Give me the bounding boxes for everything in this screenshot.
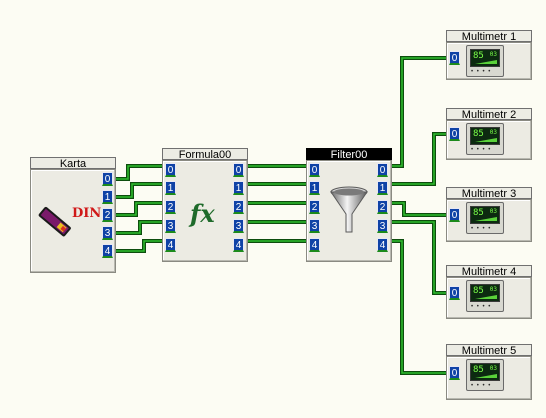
multimeter-in-port-0[interactable]: 0 <box>449 51 460 65</box>
meter-reading: 85 <box>473 286 484 296</box>
wire-highlight-3 <box>114 221 166 234</box>
wire-highlight-13 <box>388 221 450 294</box>
multimeter-display-icon: 85 03 • • • • <box>466 45 504 77</box>
multimeter-in-port-0[interactable]: 0 <box>449 127 460 141</box>
wire-14[interactable] <box>388 239 450 375</box>
wire-highlight-14 <box>388 240 450 374</box>
filter-in-port-1[interactable]: 1 <box>309 181 320 195</box>
block-multimeter-3[interactable]: Multimetr 3 0 85 03 • • • • <box>446 187 532 242</box>
block-multimeter-1[interactable]: Multimetr 1 0 85 03 • • • • <box>446 30 532 80</box>
meter-reading-sub: 03 <box>489 51 497 58</box>
filter-out-port-1[interactable]: 1 <box>377 181 388 195</box>
karta-out-port-4[interactable]: 4 <box>102 244 113 258</box>
block-title-multimeter: Multimetr 3 <box>446 187 532 199</box>
wire-12[interactable] <box>388 201 450 217</box>
meter-reading: 85 <box>473 365 484 375</box>
block-filter[interactable]: Filter00 0 1 2 3 4 0 1 2 3 <box>306 148 392 262</box>
meter-reading-sub: 03 <box>489 208 497 215</box>
multimeter-in-port-0[interactable]: 0 <box>449 366 460 380</box>
multimeter-display-icon: 85 03 • • • • <box>466 123 504 155</box>
filter-out-port-4[interactable]: 4 <box>377 238 388 252</box>
multimeter-display-icon: 85 03 • • • • <box>466 359 504 391</box>
meter-reading: 85 <box>473 51 484 61</box>
wire-highlight-10 <box>388 57 450 167</box>
block-multimeter-5[interactable]: Multimetr 5 0 85 03 • • • • <box>446 344 532 400</box>
filter-in-port-0[interactable]: 0 <box>309 163 320 177</box>
filter-in-port-2[interactable]: 2 <box>309 200 320 214</box>
multimeter-in-port-0[interactable]: 0 <box>449 286 460 300</box>
block-title-formula: Formula00 <box>162 148 248 160</box>
block-title-multimeter: Multimetr 4 <box>446 265 532 277</box>
block-title-karta: Karta <box>30 157 116 169</box>
filter-out-port-2[interactable]: 2 <box>377 200 388 214</box>
meter-reading-sub: 03 <box>489 365 497 372</box>
formula-in-port-1[interactable]: 1 <box>165 181 176 195</box>
wire-highlight-1 <box>114 183 166 198</box>
formula-out-port-4[interactable]: 4 <box>233 238 244 252</box>
funnel-filter-icon <box>328 184 370 236</box>
wire-highlight-11 <box>388 133 450 185</box>
block-title-multimeter: Multimetr 5 <box>446 344 532 356</box>
meter-reading: 85 <box>473 208 484 218</box>
karta-out-port-2[interactable]: 2 <box>102 208 113 222</box>
formula-out-port-0[interactable]: 0 <box>233 163 244 177</box>
multimeter-display-icon: 85 03 • • • • <box>466 280 504 312</box>
wire-10[interactable] <box>388 56 450 168</box>
wire-highlight-0 <box>114 165 166 180</box>
karta-out-port-0[interactable]: 0 <box>102 172 113 186</box>
wire-highlight-12 <box>388 202 450 216</box>
svg-text:fx: fx <box>188 199 215 228</box>
block-multimeter-2[interactable]: Multimetr 2 0 85 03 • • • • <box>446 108 532 160</box>
formula-in-port-3[interactable]: 3 <box>165 219 176 233</box>
block-body-karta[interactable] <box>30 169 116 273</box>
wire-13[interactable] <box>388 220 450 295</box>
meter-reading-sub: 03 <box>489 286 497 293</box>
wire-highlight-2 <box>114 202 166 216</box>
block-title-multimeter: Multimetr 2 <box>446 108 532 120</box>
data-acquisition-card-icon: DIN <box>34 197 104 241</box>
filter-out-port-3[interactable]: 3 <box>377 219 388 233</box>
karta-out-port-1[interactable]: 1 <box>102 190 113 204</box>
formula-fx-icon: fx <box>188 198 222 228</box>
filter-out-port-0[interactable]: 0 <box>377 163 388 177</box>
formula-out-port-3[interactable]: 3 <box>233 219 244 233</box>
formula-in-port-4[interactable]: 4 <box>165 238 176 252</box>
formula-in-port-2[interactable]: 2 <box>165 200 176 214</box>
karta-out-port-3[interactable]: 3 <box>102 226 113 240</box>
filter-in-port-3[interactable]: 3 <box>309 219 320 233</box>
wire-highlight-4 <box>114 240 166 252</box>
wire-0[interactable] <box>114 164 166 181</box>
meter-reading-sub: 03 <box>489 129 497 136</box>
wire-1[interactable] <box>114 182 166 199</box>
block-title-filter: Filter00 <box>306 148 392 160</box>
multimeter-display-icon: 85 03 • • • • <box>466 202 504 234</box>
multimeter-in-port-0[interactable]: 0 <box>449 208 460 222</box>
wire-4[interactable] <box>114 239 166 253</box>
block-formula[interactable]: Formula00 fx 0 1 2 3 4 0 1 2 3 4 <box>162 148 248 262</box>
meter-reading: 85 <box>473 129 484 139</box>
wire-2[interactable] <box>114 201 166 217</box>
block-multimeter-4[interactable]: Multimetr 4 0 85 03 • • • • <box>446 265 532 319</box>
formula-out-port-1[interactable]: 1 <box>233 181 244 195</box>
din-label: DIN <box>72 206 101 221</box>
filter-in-port-4[interactable]: 4 <box>309 238 320 252</box>
wire-3[interactable] <box>114 220 166 235</box>
formula-in-port-0[interactable]: 0 <box>165 163 176 177</box>
formula-out-port-2[interactable]: 2 <box>233 200 244 214</box>
block-karta[interactable]: Karta DIN 0 1 2 3 4 <box>30 157 116 273</box>
block-title-multimeter: Multimetr 1 <box>446 30 532 42</box>
wire-11[interactable] <box>388 132 450 186</box>
